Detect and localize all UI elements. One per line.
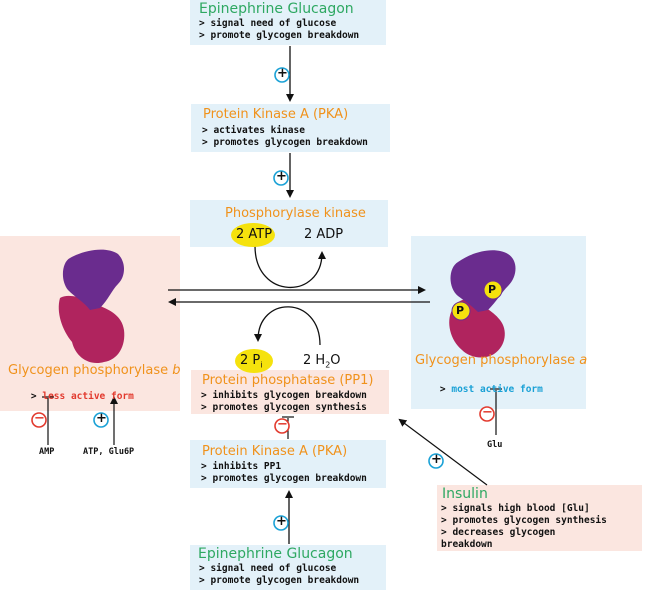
insulin-line-1: > signals high blood [Glu] bbox=[441, 503, 590, 514]
water-subscript: 2 bbox=[325, 360, 331, 370]
atp-label: 2 ATP bbox=[236, 227, 273, 242]
glu-label: Glu bbox=[487, 440, 503, 450]
pi-label: 2 Pi bbox=[240, 353, 262, 370]
pka-top-box bbox=[191, 104, 390, 152]
minus-glyph-pka: − bbox=[277, 417, 288, 432]
top-hormones-line-1: > signal need of glucose bbox=[199, 18, 337, 29]
pka-top-line-2: > promotes glycogen breakdown bbox=[202, 137, 368, 148]
atp-glu6p-label: ATP, Glu6P bbox=[83, 447, 135, 457]
plus-glyph-insulin: + bbox=[431, 452, 442, 467]
insulin-line-4: breakdown bbox=[441, 539, 493, 550]
water-text: 2 H bbox=[303, 353, 326, 368]
plus-sign-atp bbox=[93, 412, 109, 428]
gp-a-title-letter: a bbox=[579, 353, 588, 368]
pp1-box bbox=[191, 370, 389, 414]
pka-bottom-line-1: > inhibits PP1 bbox=[201, 461, 282, 472]
gp-b-title-text: Glycogen phosphorylase bbox=[8, 363, 173, 378]
pka-top-title: Protein Kinase A (PKA) bbox=[203, 107, 349, 122]
minus-glyph-glu: − bbox=[482, 405, 493, 420]
atp-highlight bbox=[231, 223, 275, 247]
top-hormones-box bbox=[190, 0, 386, 45]
plus-glyph-3: + bbox=[276, 514, 287, 529]
pp1-title: Protein phosphatase (PP1) bbox=[202, 373, 374, 388]
phosphate-2-bg bbox=[451, 301, 471, 321]
curve-water-to-pi bbox=[254, 306, 321, 346]
insulin-title: Insulin bbox=[442, 486, 488, 502]
curve-atp-to-adp bbox=[254, 245, 326, 289]
water-label: 2 H2O bbox=[303, 353, 341, 370]
insulin-line-3: > decreases glycogen bbox=[441, 527, 556, 538]
plus-sign-insulin bbox=[428, 453, 444, 469]
plus-glyph-2: + bbox=[276, 169, 287, 184]
gp-a-line: > most active form bbox=[417, 370, 543, 409]
pp1-line-2: > promotes glycogen synthesis bbox=[201, 402, 367, 413]
phosphate-label-2: P bbox=[456, 304, 465, 317]
insulin-line-2: > promotes glycogen synthesis bbox=[441, 515, 607, 526]
pi-subscript: i bbox=[260, 360, 263, 370]
plus-glyph-1: + bbox=[277, 66, 288, 81]
plus-sign-3 bbox=[273, 515, 289, 531]
top-hormones-title: Epinephrine Glucagon bbox=[199, 1, 354, 17]
insulin-activation-line bbox=[398, 418, 488, 486]
gp-b-less-active: less active form bbox=[42, 391, 134, 402]
pp1-line-1: > inhibits glycogen breakdown bbox=[201, 390, 367, 401]
gp-a-title-text: Glycogen phosphorylase bbox=[415, 353, 580, 368]
gp-b-title: Glycogen phosphorylase b bbox=[8, 363, 181, 378]
pka-bottom-box bbox=[190, 440, 386, 488]
top-hormones-line-2: > promote glycogen breakdown bbox=[199, 30, 360, 41]
gp-a-most-active: most active form bbox=[451, 384, 543, 395]
plus-sign-2 bbox=[273, 170, 289, 186]
amp-label: AMP bbox=[39, 447, 55, 457]
gp-b-enzyme-shape bbox=[58, 249, 125, 364]
phosphorylase-kinase-box bbox=[190, 200, 388, 247]
insulin-box bbox=[437, 485, 642, 551]
phosphate-label-1: P bbox=[488, 283, 497, 296]
minus-sign-pka bbox=[274, 418, 290, 434]
bottom-hormones-line-2: > promote glycogen breakdown bbox=[199, 575, 360, 586]
pka-bottom-title: Protein Kinase A (PKA) bbox=[202, 444, 348, 459]
minus-sign-glu bbox=[479, 406, 495, 422]
gp-b-title-letter: b bbox=[172, 363, 181, 378]
bottom-hormones-line-1: > signal need of glucose bbox=[199, 563, 337, 574]
adp-label: 2 ADP bbox=[304, 227, 344, 242]
minus-glyph-amp: − bbox=[34, 411, 45, 426]
gp-b-line-prefix: > bbox=[30, 391, 43, 402]
bottom-hormones-title: Epinephrine Glucagon bbox=[198, 546, 353, 562]
gp-b-line: > less active form bbox=[8, 377, 134, 416]
plus-sign-1 bbox=[274, 67, 290, 83]
bottom-hormones-box bbox=[190, 545, 386, 590]
phosphate-1-bg bbox=[483, 280, 503, 300]
pi-text: 2 P bbox=[240, 353, 261, 368]
pka-bottom-line-2: > promotes glycogen breakdown bbox=[201, 473, 367, 484]
phosphorylase-kinase-title: Phosphorylase kinase bbox=[225, 206, 366, 221]
pka-top-line-1: > activates kinase bbox=[202, 125, 305, 136]
gp-a-title: Glycogen phosphorylase a bbox=[415, 353, 587, 368]
minus-sign-amp bbox=[31, 412, 47, 428]
gp-a-line-prefix: > bbox=[439, 384, 452, 395]
plus-glyph-atp: + bbox=[96, 411, 107, 426]
pi-highlight bbox=[235, 349, 273, 373]
water-end: O bbox=[330, 353, 341, 368]
